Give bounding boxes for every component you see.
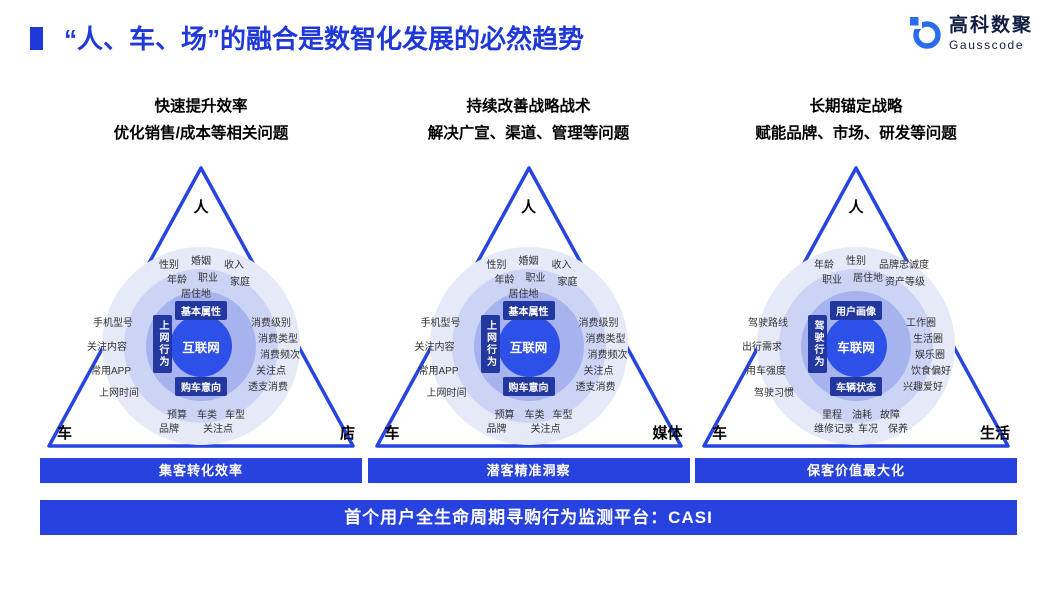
triangle-diagram: 人 车 生活 车联网 用户画像 车辆状态 驾驶行为 年龄性别品牌忠诚度职业居住地… (696, 160, 1016, 452)
column-heading-line1: 持续改善战略战术 (466, 98, 591, 115)
inner-bottom-badge: 车辆状态 (830, 377, 882, 396)
column-customer-value: 长期锚定战略 赋能品牌、市场、研发等问题 人 车 生活 车联网 用户画像 车辆状… (695, 90, 1017, 483)
inner-bottom-badge: 购车意向 (175, 377, 227, 396)
corner-label-media: 媒体 (652, 425, 683, 442)
center-circle: 互联网 (497, 315, 560, 377)
column-customer-conversion: 快速提升效率 优化销售/成本等相关问题 人 车 店 互联网 基本属性 购车意向 … (40, 90, 362, 483)
column-prospect-insight: 持续改善战略战术 解决广宣、渠道、管理等问题 人 车 媒体 互联网 基本属性 购… (367, 90, 690, 483)
logo: 高科数聚 Gausscode (907, 15, 1033, 53)
column-heading-line2: 解决广宣、渠道、管理等问题 (427, 125, 630, 143)
corner-label-car: 车 (712, 425, 728, 442)
logo-name: 高科数聚 (948, 15, 1033, 36)
columns-container: 快速提升效率 优化销售/成本等相关问题 人 车 店 互联网 基本属性 购车意向 … (40, 90, 1017, 483)
column-heading: 持续改善战略战术 解决广宣、渠道、管理等问题 (368, 90, 690, 152)
side-vertical-badge: 上网行为 (153, 315, 172, 373)
inner-top-badge: 基本属性 (175, 301, 227, 320)
corner-label-person: 人 (520, 199, 537, 216)
side-vertical-badge: 上网行为 (480, 315, 500, 373)
column-heading-line2: 优化销售/成本等相关问题 (113, 125, 289, 143)
inner-bottom-badge: 购车意向 (502, 377, 555, 396)
column-heading: 长期锚定战略 赋能品牌、市场、研发等问题 (695, 90, 1017, 152)
center-circle: 车联网 (825, 315, 887, 377)
column-banner: 集客转化效率 (40, 458, 362, 483)
corner-label-store: 店 (339, 425, 355, 442)
corner-label-life: 生活 (979, 425, 1010, 442)
column-heading-line2: 赋能品牌、市场、研发等问题 (755, 125, 957, 143)
inner-top-badge: 用户画像 (830, 301, 882, 320)
inner-top-badge: 基本属性 (502, 301, 555, 320)
triangle-diagram: 人 车 媒体 互联网 基本属性 购车意向 上网行为 性别婚姻收入年龄职业家庭居住… (369, 160, 689, 452)
column-banner: 保客价值最大化 (695, 458, 1017, 483)
triangle-diagram: 人 车 店 互联网 基本属性 购车意向 上网行为 性别婚姻收入年龄职业家庭居住地… (41, 160, 361, 452)
gausscode-logo-icon (907, 15, 941, 49)
platform-banner: 首个用户全生命周期寻购行为监测平台：CASI (40, 500, 1017, 535)
corner-label-car: 车 (384, 425, 400, 442)
corner-label-person: 人 (848, 199, 864, 216)
column-heading: 快速提升效率 优化销售/成本等相关问题 (40, 90, 362, 152)
corner-label-car: 车 (57, 425, 73, 442)
center-circle: 互联网 (170, 315, 232, 377)
column-banner: 潜客精准洞察 (367, 458, 690, 483)
column-heading-line1: 快速提升效率 (154, 98, 248, 115)
column-heading-line1: 长期锚定战略 (809, 98, 903, 115)
title-bullet (30, 27, 43, 50)
corner-label-person: 人 (193, 199, 209, 216)
logo-subtitle: Gausscode (948, 37, 1025, 52)
side-vertical-badge: 驾驶行为 (808, 315, 827, 373)
page-title: “人、车、场”的融合是数智化发展的必然趋势 (64, 24, 585, 54)
